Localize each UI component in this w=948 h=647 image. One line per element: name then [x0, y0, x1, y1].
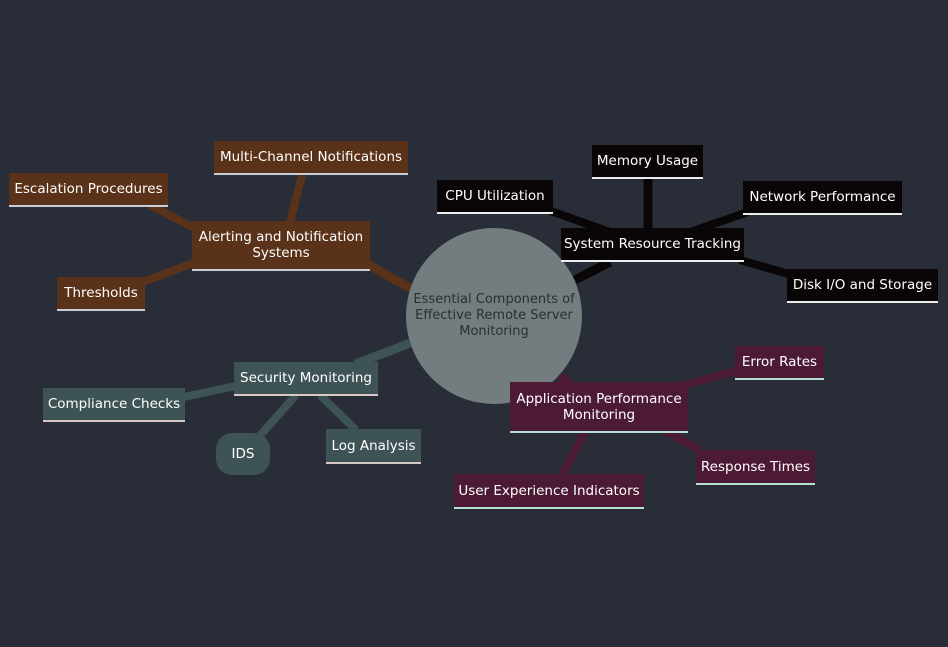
edge-alerting-escalation — [148, 201, 198, 233]
edge-alerting-thresholds — [138, 258, 198, 287]
leaf-label: Disk I/O and Storage — [792, 277, 933, 293]
leaf-label: Escalation Procedures — [14, 181, 163, 197]
leaf-compliance-checks[interactable]: Compliance Checks — [43, 388, 185, 422]
edge-root-alerting — [360, 257, 415, 293]
leaf-ids[interactable]: IDS — [216, 433, 270, 475]
leaf-label: Network Performance — [749, 189, 896, 205]
leaf-cpu-utilization[interactable]: CPU Utilization — [437, 180, 553, 214]
leaf-label: Memory Usage — [596, 153, 699, 169]
leaf-network-performance[interactable]: Network Performance — [743, 181, 902, 215]
leaf-error-rates[interactable]: Error Rates — [735, 346, 824, 380]
leaf-label: Compliance Checks — [47, 396, 181, 412]
branch-label: Application Performance Monitoring — [516, 390, 682, 423]
edge-security-compliance — [183, 381, 241, 401]
branch-system-resource-tracking[interactable]: System Resource Tracking — [561, 228, 744, 262]
edge-application-response — [662, 426, 702, 454]
leaf-multi-channel-notifications[interactable]: Multi-Channel Notifications — [214, 141, 408, 175]
leaf-escalation-procedures[interactable]: Escalation Procedures — [9, 173, 168, 207]
leaf-label: User Experience Indicators — [458, 482, 640, 499]
leaf-response-times[interactable]: Response Times — [696, 450, 815, 485]
leaf-thresholds[interactable]: Thresholds — [57, 277, 145, 311]
branch-label: Security Monitoring — [240, 370, 372, 386]
leaf-label: Response Times — [700, 458, 811, 475]
edge-security-log — [317, 392, 359, 433]
leaf-label: CPU Utilization — [445, 188, 545, 204]
leaf-log-analysis[interactable]: Log Analysis — [326, 429, 421, 464]
leaf-label: Log Analysis — [331, 437, 416, 454]
root-node[interactable]: Essential Components of Effective Remote… — [406, 228, 582, 404]
leaf-label: IDS — [231, 446, 255, 462]
leaf-label: Multi-Channel Notifications — [219, 149, 403, 165]
root-label: Essential Components of Effective Remote… — [413, 292, 575, 339]
edge-security-ids — [253, 392, 299, 443]
leaf-memory-usage[interactable]: Memory Usage — [592, 145, 703, 179]
branch-alerting-notification[interactable]: Alerting and Notification Systems — [192, 221, 370, 271]
branch-application-performance-monitoring[interactable]: Application Performance Monitoring — [510, 382, 688, 433]
edge-application-error — [682, 366, 742, 389]
edge-alerting-multichannel — [286, 170, 307, 224]
leaf-disk-io-storage[interactable]: Disk I/O and Storage — [787, 269, 938, 303]
edge-root-security — [353, 338, 412, 369]
leaf-label: Error Rates — [741, 354, 818, 370]
branch-label: Alerting and Notification Systems — [198, 229, 364, 261]
branch-label: System Resource Tracking — [563, 236, 742, 252]
branch-security-monitoring[interactable]: Security Monitoring — [234, 362, 378, 396]
leaf-user-experience-indicators[interactable]: User Experience Indicators — [454, 474, 644, 509]
leaf-label: Thresholds — [64, 285, 138, 301]
edge-resource-disk — [738, 256, 794, 279]
edge-root-resource — [572, 257, 613, 285]
edge-application-ux — [558, 430, 589, 477]
